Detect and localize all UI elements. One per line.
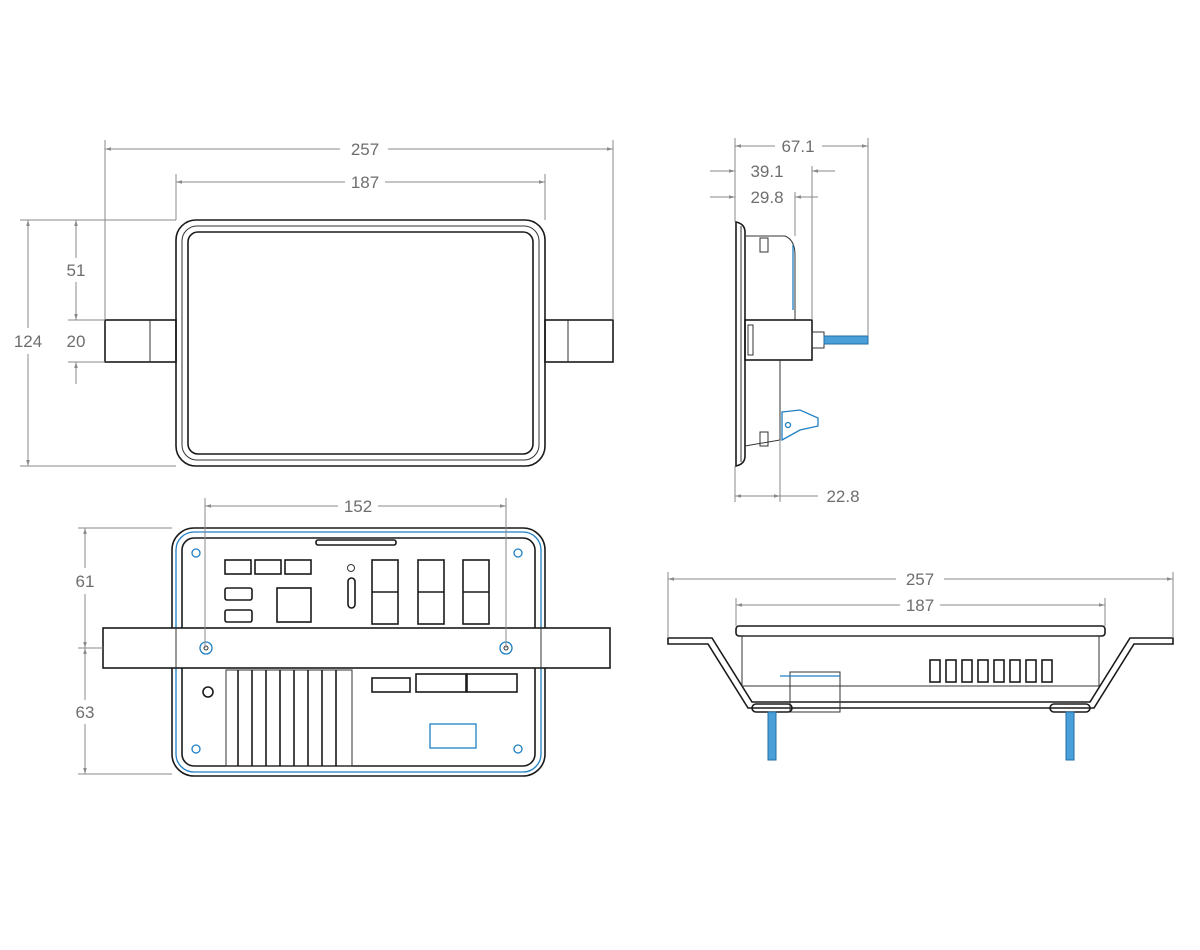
dim-rear-upper-height: 61 xyxy=(76,572,95,591)
terminal-block-icon xyxy=(429,723,477,749)
rj45-port-stack xyxy=(371,559,490,625)
dim-bottom-body-width: 187 xyxy=(906,596,934,615)
dim-rear-mount-spacing: 152 xyxy=(344,497,372,516)
dim-bottom-overall-width: 257 xyxy=(906,570,934,589)
bottom-view: 257 187 xyxy=(667,570,1174,761)
dim-side-overall-depth: 67.1 xyxy=(781,137,814,156)
dim-front-top-to-bar: 51 xyxy=(67,261,86,280)
mounting-bolt-icon xyxy=(1065,711,1075,761)
mounting-bolt-icon xyxy=(823,335,869,345)
dim-front-overall-height: 124 xyxy=(14,332,42,351)
dim-rear-lower-height: 63 xyxy=(76,703,95,722)
dim-front-bar-height: 20 xyxy=(67,332,86,351)
mounting-bolt-icon xyxy=(767,711,777,761)
usb-ports xyxy=(224,559,312,623)
dim-front-body-width: 187 xyxy=(351,173,379,192)
dim-side-depth-to-bracket: 39.1 xyxy=(750,162,783,181)
front-view: 257 187 124 51 20 xyxy=(14,140,614,467)
ethernet-port-icon xyxy=(276,587,312,623)
side-view: 67.1 39.1 29.8 22.8 xyxy=(710,137,869,506)
dim-front-overall-width: 257 xyxy=(351,140,379,159)
dim-side-body-depth: 29.8 xyxy=(750,188,783,207)
connector-profile xyxy=(780,659,1053,713)
dim-side-rear-depth: 22.8 xyxy=(826,487,859,506)
heatsink-fins xyxy=(225,669,353,767)
rear-view: 152 61 63 xyxy=(76,497,611,777)
